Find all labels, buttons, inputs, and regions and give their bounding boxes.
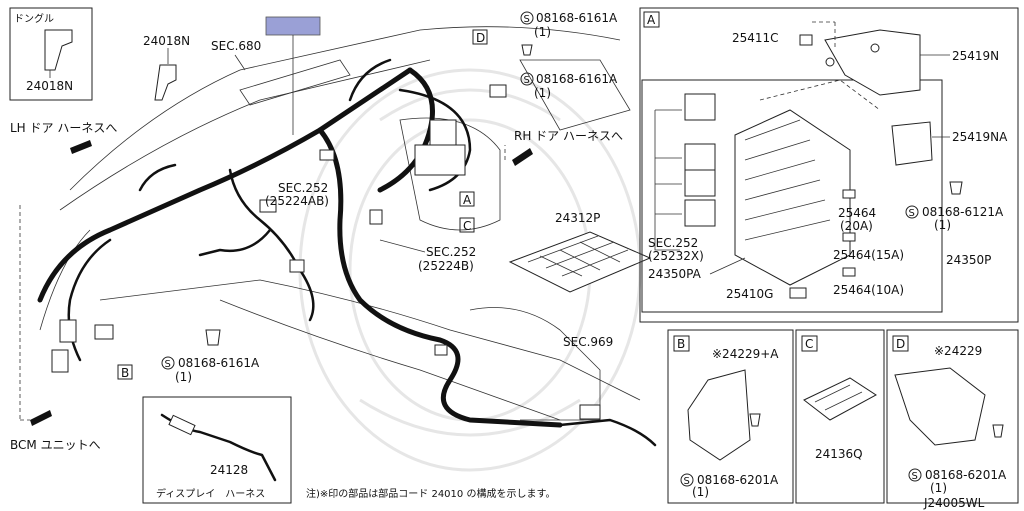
part-24128: 24128 [210, 463, 248, 477]
bolt-top-2-part: 08168-6161A [536, 72, 618, 86]
arrow-rh-icon [512, 148, 533, 166]
s-mark-icon: S [524, 75, 530, 86]
display-harness-inset: 24128 ディスプレイ ハーネス [142, 396, 292, 504]
part-25419NA: 25419NA [952, 130, 1008, 144]
part-24229: ※24229 [934, 344, 982, 358]
bolt-left-part: 08168-6161A [178, 356, 260, 370]
sec-252-ab-label: SEC.252 [278, 181, 328, 195]
s-mark-icon: S [909, 208, 915, 219]
bolt-top-1: S 08168-6161A (1) [520, 11, 618, 39]
tag-A-panel: A [647, 13, 656, 27]
part-24229-A: ※24229+A [712, 347, 779, 361]
fuse-label-sheet [508, 231, 652, 293]
s-mark-icon: S [524, 14, 530, 25]
tag-C-main: C [463, 219, 471, 233]
bolt-top-1-qty: (1) [534, 25, 551, 39]
bolt-d-part: 08168-6201A [925, 468, 1007, 482]
panel-B: B ※24229+A S 08168-6201A (1) [667, 329, 794, 504]
main-harness [37, 58, 657, 447]
sec-252-b-sub: (25224B) [418, 259, 474, 273]
panel-A: A [639, 7, 1019, 323]
tag-D-panel: D [896, 337, 905, 351]
tag-D-main: D [476, 31, 485, 45]
sec-252-b-label: SEC.252 [426, 245, 476, 259]
bolt-b-qty: (1) [692, 485, 709, 499]
tag-B-panel: B [677, 337, 685, 351]
part-24312P: 24312P [555, 211, 600, 225]
lh-door-harness-label: LH ドア ハーネスへ [10, 121, 117, 135]
bcm-unit-label: BCM ユニットへ [10, 438, 101, 452]
sec-252-x-label: SEC.252 [648, 236, 698, 250]
rh-door-harness-label: RH ドア ハーネスへ [514, 129, 623, 143]
arrow-lh-icon [70, 140, 92, 154]
part-25464-20A-amp: (20A) [840, 219, 873, 233]
sec-252-x-sub: (25232X) [648, 249, 704, 263]
sec-252-ab-sub: (25224AB) [265, 194, 329, 208]
bolt-d-qty: (1) [930, 481, 947, 495]
tag-C-panel: C [805, 337, 813, 351]
bolt-6121-qty: (1) [934, 218, 951, 232]
part-25464-20A: 25464 [838, 206, 876, 220]
tag-A-main: A [463, 193, 472, 207]
s-mark-icon: S [165, 359, 171, 370]
connectors [51, 84, 601, 420]
bolt-6121: S 08168-6121A (1) [905, 205, 1004, 232]
part-25411C: 25411C [732, 31, 779, 45]
bolt-b-part: 08168-6201A [697, 473, 779, 487]
sec-680-label: SEC.680 [211, 39, 261, 53]
dongle-inset: ドングル 24018N [9, 7, 93, 101]
part-25464-10A: 25464(10A) [833, 283, 904, 297]
arrow-bcm-icon [30, 410, 52, 426]
sec-969-label: SEC.969 [563, 335, 613, 349]
part-25410G: 25410G [726, 287, 773, 301]
tag-B-main: B [121, 366, 129, 380]
part-24350P: 24350P [946, 253, 991, 267]
part-24018N: 24018N [143, 34, 190, 48]
part-24350PA: 24350PA [648, 267, 702, 281]
bolt-top-2-qty: (1) [534, 86, 551, 100]
panel-C: C 24136Q [795, 329, 885, 504]
dashboard-outline [39, 26, 641, 421]
part-25419N: 25419N [952, 49, 999, 63]
highlighted-part-box[interactable] [265, 16, 321, 36]
part-24018N-inset: 24018N [26, 79, 73, 93]
dongle-label: ドングル [14, 12, 54, 25]
bolt-top-1-part: 08168-6161A [536, 11, 618, 25]
display-harness-label: ディスプレイ ハーネス [156, 487, 265, 500]
panel-D: D ※24229 S 08168-6201A (1) [886, 329, 1019, 504]
s-mark-icon: S [684, 476, 690, 487]
bolt-top-2: S 08168-6161A (1) [520, 72, 618, 100]
bolt-left: S 08168-6161A (1) [161, 356, 260, 384]
bolt-left-qty: (1) [175, 370, 192, 384]
drawing-number: J24005WL [923, 496, 985, 510]
part-25464-15A: 25464(15A) [833, 248, 904, 262]
part-24136Q: 24136Q [815, 447, 863, 461]
footnote: 注)※印の部品は部品コード 24010 の構成を示します。 [306, 487, 555, 500]
bolt-6121-part: 08168-6121A [922, 205, 1004, 219]
s-mark-icon: S [912, 471, 918, 482]
